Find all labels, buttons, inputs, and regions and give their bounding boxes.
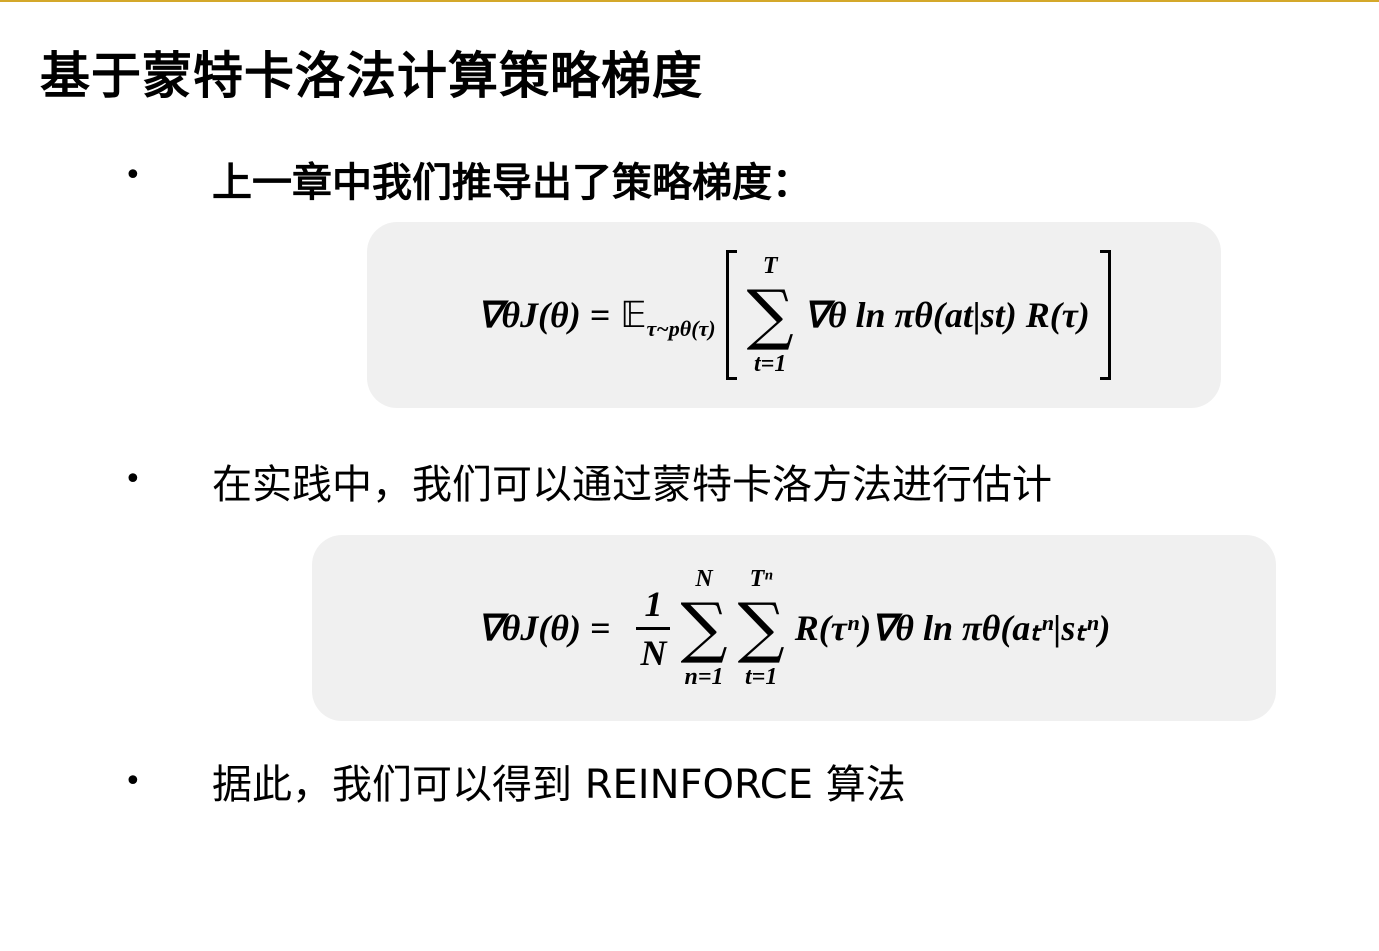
sum-1-lower-limit: n=1 <box>684 664 724 690</box>
formula-1-lhs: ∇θJ(θ) = <box>477 295 611 335</box>
formula-1-body: ∇θ ln πθ(at|st) R(τ) <box>803 295 1090 335</box>
fraction: 1 N <box>636 583 671 674</box>
formula-2-body: R(τⁿ)∇θ ln πθ(aₜⁿ|sₜⁿ) <box>794 608 1111 648</box>
sigma-symbol: ∑ <box>737 589 785 666</box>
formula-1: ∇θJ(θ) = 𝔼 τ~pθ(τ) T ∑ t=1 ∇θ ln πθ(at|s… <box>477 250 1111 380</box>
sum-upper-limit: T <box>762 253 778 279</box>
summation: T ∑ t=1 <box>747 252 794 378</box>
sum-lower-limit: t=1 <box>754 351 787 377</box>
expectation-symbol: 𝔼 <box>620 295 647 335</box>
formula-2: ∇θJ(θ) = 1 N N ∑ n=1 Tⁿ ∑ t=1 R(τⁿ)∇θ ln… <box>478 565 1111 691</box>
sigma-symbol: ∑ <box>746 276 794 353</box>
fraction-denominator: N <box>640 632 667 673</box>
bullet-3-text: 据此，我们可以得到 REINFORCE 算法 <box>212 762 906 808</box>
fraction-bar <box>636 626 671 630</box>
formula-2-box: ∇θJ(θ) = 1 N N ∑ n=1 Tⁿ ∑ t=1 R(τⁿ)∇θ ln… <box>312 535 1276 721</box>
sigma-symbol: ∑ <box>680 589 728 666</box>
sum-1-upper-limit: N <box>695 566 713 592</box>
sum-2-lower-limit: t=1 <box>744 664 778 690</box>
summation-n: N ∑ n=1 <box>680 565 727 691</box>
formula-2-lhs: ∇θJ(θ) = <box>477 608 611 648</box>
summation-t: Tⁿ ∑ t=1 <box>738 565 785 691</box>
expectation-subscript: τ~pθ(τ) <box>646 316 716 341</box>
expectation: 𝔼 τ~pθ(τ) <box>620 294 715 341</box>
bullet-marker: • <box>124 462 142 497</box>
bullet-1-text: 上一章中我们推导出了策略梯度： <box>212 160 812 206</box>
sum-2-upper-limit: Tⁿ <box>749 566 773 592</box>
left-bracket <box>725 250 737 380</box>
formula-1-box: ∇θJ(θ) = 𝔼 τ~pθ(τ) T ∑ t=1 ∇θ ln πθ(at|s… <box>367 222 1221 408</box>
slide-title: 基于蒙特卡洛法计算策略梯度 <box>40 47 703 105</box>
top-accent-line <box>0 0 1379 2</box>
fraction-numerator: 1 <box>644 583 663 624</box>
bullet-marker: • <box>124 158 142 193</box>
bullet-marker: • <box>124 764 142 799</box>
right-bracket <box>1099 250 1111 380</box>
bullet-2-text: 在实践中，我们可以通过蒙特卡洛方法进行估计 <box>212 462 1052 508</box>
